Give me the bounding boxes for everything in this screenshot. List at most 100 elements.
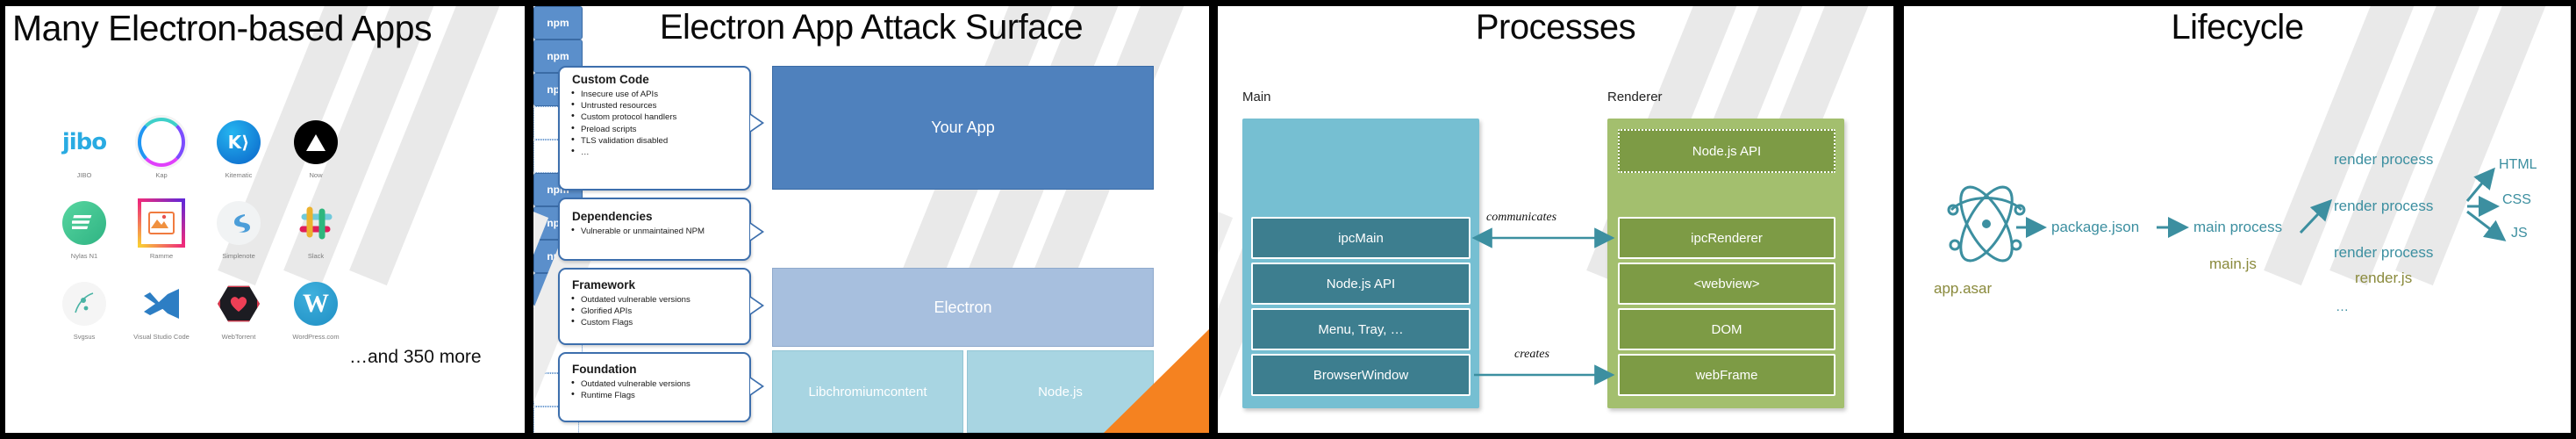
node-js: JS xyxy=(2511,226,2528,241)
app-label: Visual Studio Code xyxy=(133,333,190,341)
list-item[interactable]: W WordPress.com xyxy=(277,280,354,361)
stack-electron: Electron xyxy=(772,268,1154,347)
wordpress-icon: W xyxy=(292,280,340,327)
slide-lifecycle: Lifecycle app.asar package.json main pro… xyxy=(1904,6,2571,433)
callout-pointer xyxy=(750,222,764,241)
node-app-asar: app.asar xyxy=(1934,280,1993,297)
callout-heading: Foundation xyxy=(572,363,637,376)
pbox-browserwindow: BrowserWindow xyxy=(1251,354,1470,396)
callout-list: Outdated vulnerable versions Glorified A… xyxy=(560,293,749,329)
list-item: Outdated vulnerable versions xyxy=(571,293,744,306)
pbox-ipcrenderer: ipcRenderer xyxy=(1618,217,1835,259)
app-label: Kap xyxy=(155,171,168,179)
callout-foundation: Foundation Outdated vulnerable versions … xyxy=(558,352,764,422)
page-title: Electron App Attack Surface xyxy=(659,8,1084,47)
node-render-js: render.js xyxy=(2355,270,2413,286)
page-title: Many Electron-based Apps xyxy=(12,8,433,48)
node-main-js: main.js xyxy=(2209,255,2257,272)
list-item: Glorified APIs xyxy=(571,305,744,317)
arrow-label-communicates: communicates xyxy=(1486,211,1557,224)
app-label: Kitematic xyxy=(225,171,253,179)
list-item: Custom protocol handlers xyxy=(571,111,744,123)
node-main-process: main process xyxy=(2193,219,2283,235)
webtorrent-icon xyxy=(215,280,262,327)
callout-pointer xyxy=(750,377,764,396)
node-render-process-2: render process xyxy=(2334,198,2434,214)
node-css: CSS xyxy=(2502,192,2531,207)
list-item[interactable]: Kap xyxy=(123,118,200,199)
kap-icon xyxy=(138,118,185,167)
and-more-note: …and 350 more xyxy=(349,347,482,367)
slide-many-electron-apps: Many Electron-based Apps jibo JIBO Kap K… xyxy=(5,6,525,433)
now-icon xyxy=(292,119,340,166)
list-item[interactable]: Now xyxy=(277,119,354,199)
pbox-menu-tray: Menu, Tray, … xyxy=(1251,308,1470,350)
simplenote-icon xyxy=(215,199,262,247)
visual-studio-code-icon xyxy=(138,280,185,327)
list-item[interactable]: Svgsus xyxy=(46,280,123,361)
app-label: Nylas N1 xyxy=(70,252,98,260)
page-title: Lifecycle xyxy=(2171,8,2304,47)
callout-pointer xyxy=(750,296,764,315)
pbox-webframe: webFrame xyxy=(1618,354,1835,396)
ramme-icon xyxy=(138,198,185,248)
nylas-n1-icon xyxy=(61,199,108,247)
list-item[interactable]: jibo JIBO xyxy=(46,119,123,199)
arrow-label-creates: creates xyxy=(1514,348,1549,361)
list-item[interactable]: Ramme xyxy=(123,198,200,280)
kitematic-icon: K⟩ xyxy=(215,119,262,166)
callout-heading: Custom Code xyxy=(572,73,649,86)
list-item: Vulnerable or unmaintained NPM xyxy=(571,225,744,237)
callout-list: Vulnerable or unmaintained NPM xyxy=(560,225,749,237)
jibo-icon: jibo xyxy=(61,129,107,155)
callout-dependencies: Dependencies Vulnerable or unmaintained … xyxy=(558,198,764,261)
slide-processes: Processes Main Renderer ipcMain Node.js … xyxy=(1218,6,1893,433)
pbox-ipcmain: ipcMain xyxy=(1251,217,1470,259)
svgsus-icon xyxy=(61,280,108,327)
app-label: JIBO xyxy=(76,171,92,179)
list-item: Custom Flags xyxy=(571,316,744,328)
list-item: TLS validation disabled xyxy=(571,134,744,147)
callout-framework: Framework Outdated vulnerable versions G… xyxy=(558,268,764,345)
list-item[interactable]: K⟩ Kitematic xyxy=(200,119,277,199)
app-label: Svgsus xyxy=(73,333,96,341)
list-item: Runtime Flags xyxy=(571,389,744,401)
node-ellipsis: … xyxy=(2336,299,2349,314)
list-item: … xyxy=(571,146,744,158)
callout-list: Outdated vulnerable versions Runtime Fla… xyxy=(560,378,749,401)
node-package-json: package.json xyxy=(2051,219,2140,235)
app-label: Simplenote xyxy=(222,252,255,260)
slide-attack-surface: Electron App Attack Surface Custom Code … xyxy=(533,6,1209,433)
list-item: Insecure use of APIs xyxy=(571,88,744,100)
callout-custom-code: Custom Code Insecure use of APIs Untrust… xyxy=(558,66,764,191)
app-label: WebTorrent xyxy=(221,333,256,341)
pbox-nodejs-api: Node.js API xyxy=(1251,263,1470,305)
list-item[interactable]: Slack xyxy=(277,199,354,280)
page-title: Processes xyxy=(1475,8,1636,47)
pbox-webview: <webview> xyxy=(1618,263,1835,305)
node-render-process-3: render process xyxy=(2334,244,2434,261)
pbox-dom: DOM xyxy=(1618,308,1835,350)
list-item[interactable]: Simplenote xyxy=(200,199,277,280)
app-label: Ramme xyxy=(149,252,174,260)
list-item[interactable]: WebTorrent xyxy=(200,280,277,361)
callout-pointer xyxy=(750,113,764,133)
app-grid: jibo JIBO Kap K⟩ Kitematic Now xyxy=(46,118,354,361)
electron-logo-icon xyxy=(1947,185,2026,263)
callout-heading: Framework xyxy=(572,278,636,291)
app-label: Now xyxy=(309,171,323,179)
stack-libchromiumcontent: Libchromiumcontent xyxy=(772,350,963,433)
node-render-process-1: render process xyxy=(2334,151,2434,168)
list-item: Untrusted resources xyxy=(571,99,744,112)
app-label: Slack xyxy=(307,252,325,260)
stack-your-app: Your App xyxy=(772,66,1154,190)
callout-heading: Dependencies xyxy=(572,210,653,223)
app-label: WordPress.com xyxy=(292,333,340,341)
list-item[interactable]: Nylas N1 xyxy=(46,199,123,280)
pbox-nodejs-api-dashed: Node.js API xyxy=(1618,129,1835,173)
callout-list: Insecure use of APIs Untrusted resources… xyxy=(560,88,749,158)
list-item: Preload scripts xyxy=(571,123,744,135)
renderer-process-label: Renderer xyxy=(1607,90,1663,104)
list-item[interactable]: Visual Studio Code xyxy=(123,280,200,361)
